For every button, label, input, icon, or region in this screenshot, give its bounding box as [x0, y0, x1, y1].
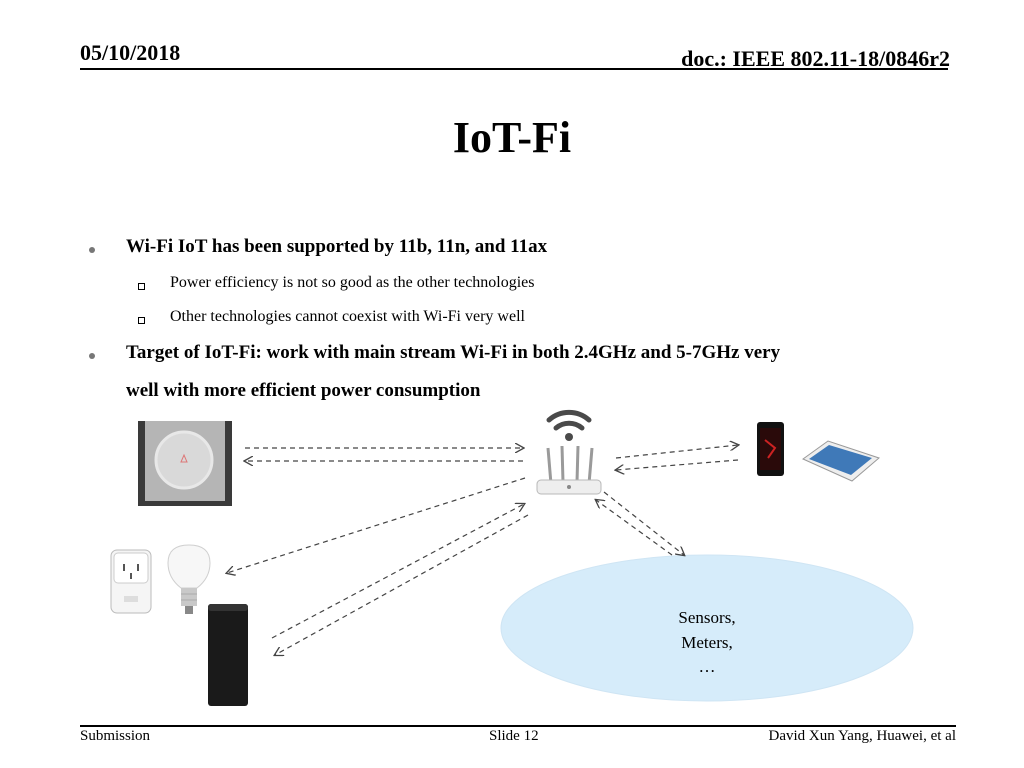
sub-bullet-marker	[138, 317, 145, 324]
smart-plug-icon	[110, 549, 152, 614]
arrow-router-to-plug	[227, 477, 526, 573]
sensors-cloud: Sensors, Meters, …	[500, 554, 914, 702]
smart-lock-icon	[138, 421, 232, 506]
bullet-1: Wi-Fi IoT has been supported by 11b, 11n…	[126, 236, 548, 257]
smart-bulb-icon	[167, 544, 211, 614]
bullet-dot	[89, 247, 95, 253]
tablet-icon	[802, 440, 880, 482]
cloud-line-1: Sensors,	[678, 608, 735, 627]
header-doc-id: doc.: IEEE 802.11-18/0846r2	[681, 46, 950, 71]
arrow-speaker-to-router	[271, 504, 524, 639]
arrow-phone-to-router	[616, 459, 739, 470]
cloud-line-3: …	[699, 657, 716, 676]
link-arrows	[227, 445, 738, 655]
bullet-2-line-2: well with more efficient power consumpti…	[126, 380, 481, 401]
arrow-router-to-phone	[615, 445, 738, 459]
footer-left: Submission	[80, 728, 151, 744]
arrow-sensors-to-router	[596, 500, 673, 556]
sub-bullet-1: Power efficiency is not so good as the o…	[170, 274, 535, 291]
wifi-signal-icon	[546, 409, 592, 441]
header-divider	[80, 68, 948, 70]
bullet-2-line-1: Target of IoT-Fi: work with main stream …	[126, 342, 781, 363]
footer-divider	[80, 725, 956, 727]
footer-slide-number: Slide 12	[489, 728, 539, 744]
footer-author: David Xun Yang, Huawei, et al	[768, 728, 956, 744]
cloud-line-2: Meters,	[681, 633, 732, 652]
slide-title: IoT-Fi	[452, 113, 572, 162]
header-date: 05/10/2018	[80, 40, 181, 65]
sub-bullet-2: Other technologies cannot coexist with W…	[170, 308, 525, 325]
wifi-router-icon	[536, 445, 602, 495]
bullet-dot	[89, 353, 95, 359]
sub-bullet-marker	[138, 283, 145, 290]
arrow-router-to-speaker	[275, 514, 529, 655]
smartphone-icon	[757, 422, 784, 476]
smart-speaker-icon	[208, 604, 248, 706]
arrow-router-to-sensors	[603, 491, 684, 555]
